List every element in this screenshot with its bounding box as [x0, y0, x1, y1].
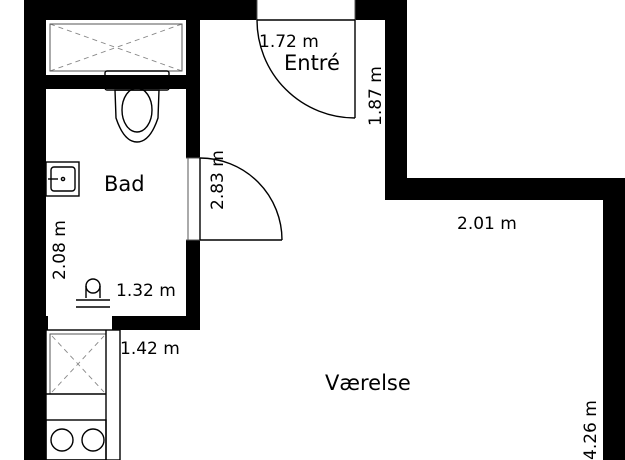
walls: [24, 0, 625, 460]
bath-sink: [45, 161, 80, 197]
wall-left-outer: [24, 0, 46, 460]
storage-closet: [49, 23, 183, 72]
shower-fixture: [76, 278, 110, 308]
dimension-kitchen-width: 1.42 m: [120, 339, 180, 359]
wall-right: [603, 178, 625, 460]
wall-bath-bottom: [112, 316, 200, 330]
dimension-bad-depth: 2.83 m: [208, 150, 228, 210]
room-label-entre: Entré: [284, 51, 340, 75]
dimension-room-depth: 4.26 m: [581, 400, 601, 460]
wall-entre-right: [385, 0, 407, 200]
entrance-door: [256, 0, 356, 119]
dimension-entre-width: 1.72 m: [259, 32, 319, 52]
kitchen-unit: [45, 329, 121, 460]
toilet: [104, 70, 170, 143]
bath-door: [186, 157, 283, 241]
room-label-vaerelse: Værelse: [325, 371, 411, 395]
wall-top-right: [355, 0, 388, 20]
wall-bath-bottom-left: [24, 316, 48, 330]
dimension-room-width: 2.01 m: [457, 214, 517, 234]
wall-top-left: [24, 0, 257, 20]
wall-storage-bottom: [24, 75, 200, 89]
wall-step: [385, 178, 625, 200]
wall-bath-right-lower: [186, 240, 200, 330]
room-label-bad: Bad: [104, 172, 145, 196]
dimension-entre-depth: 1.87 m: [366, 66, 386, 126]
dimension-bad-width: 1.32 m: [116, 281, 176, 301]
wall-bath-entre: [186, 15, 200, 158]
dimension-bad-height: 2.08 m: [50, 220, 70, 280]
